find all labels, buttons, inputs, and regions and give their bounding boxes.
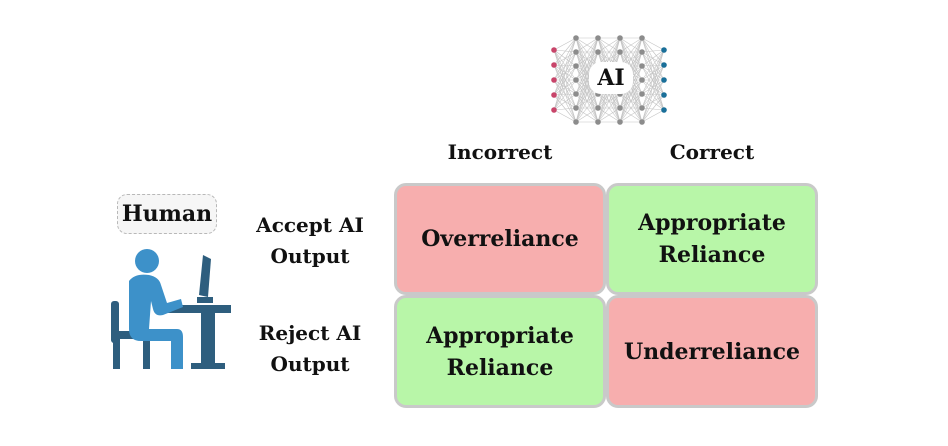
network-node bbox=[595, 119, 601, 125]
row-header-reject: Reject AI Output bbox=[240, 318, 380, 380]
person-at-computer-icon bbox=[111, 249, 231, 369]
network-node bbox=[661, 107, 667, 113]
cell-appropriate-reliance-accept-line1: Appropriate bbox=[638, 210, 786, 236]
network-node bbox=[639, 49, 645, 55]
cell-appropriate-reliance-reject: Appropriate Reliance bbox=[394, 295, 606, 408]
network-node bbox=[617, 35, 623, 41]
cell-appropriate-reliance-reject-line2: Reliance bbox=[446, 354, 554, 381]
network-node bbox=[551, 47, 557, 53]
network-node bbox=[573, 63, 579, 69]
column-header-correct: Correct bbox=[669, 140, 755, 164]
cell-underreliance-text: Underreliance bbox=[623, 338, 801, 365]
network-node bbox=[639, 77, 645, 83]
network-node bbox=[573, 105, 579, 111]
network-node bbox=[617, 49, 623, 55]
cell-overreliance-text: Overreliance bbox=[421, 226, 579, 252]
network-node bbox=[595, 49, 601, 55]
row-header-accept-line2: Output bbox=[270, 244, 350, 268]
network-node bbox=[617, 119, 623, 125]
network-node bbox=[639, 105, 645, 111]
cell-appropriate-reliance-reject-line1: Appropriate bbox=[426, 322, 574, 349]
network-node bbox=[573, 77, 579, 83]
network-node bbox=[551, 92, 557, 98]
row-header-reject-line2: Output bbox=[270, 352, 350, 376]
network-node bbox=[617, 105, 623, 111]
network-node bbox=[639, 63, 645, 69]
network-node bbox=[551, 62, 557, 68]
cell-overreliance: Overreliance bbox=[394, 183, 606, 295]
network-node bbox=[573, 35, 579, 41]
network-node bbox=[661, 77, 667, 83]
network-node bbox=[639, 91, 645, 97]
column-header-incorrect: Incorrect bbox=[447, 140, 553, 164]
row-header-accept-line1: Accept AI bbox=[256, 213, 364, 237]
ai-label: AI bbox=[589, 62, 633, 94]
network-node bbox=[661, 92, 667, 98]
human-label: Human bbox=[117, 194, 217, 234]
network-node bbox=[639, 119, 645, 125]
row-header-accept: Accept AI Output bbox=[240, 210, 380, 272]
network-node bbox=[573, 91, 579, 97]
network-node bbox=[551, 107, 557, 113]
cell-appropriate-reliance-accept: Appropriate Reliance bbox=[606, 183, 818, 295]
cell-underreliance: Underreliance bbox=[606, 295, 818, 408]
row-header-reject-line1: Reject AI bbox=[258, 321, 362, 345]
cell-appropriate-reliance-accept-line2: Reliance bbox=[658, 242, 766, 268]
network-node bbox=[639, 35, 645, 41]
network-node bbox=[595, 105, 601, 111]
network-node bbox=[661, 62, 667, 68]
network-node bbox=[661, 47, 667, 53]
network-node bbox=[595, 35, 601, 41]
network-node bbox=[573, 119, 579, 125]
network-node bbox=[573, 49, 579, 55]
network-node bbox=[551, 77, 557, 83]
